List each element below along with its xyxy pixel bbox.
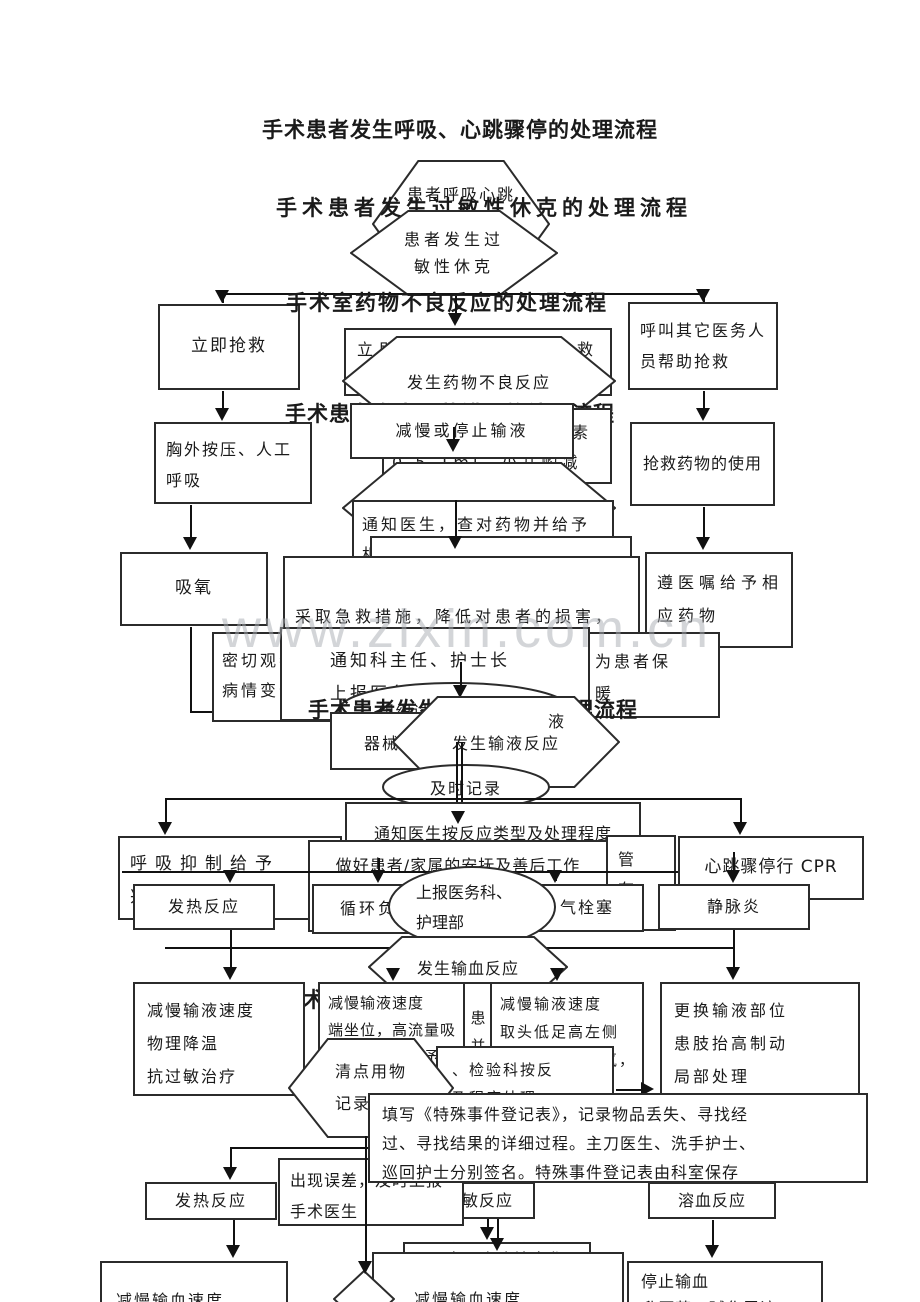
arrowhead: [226, 1245, 240, 1258]
connector: [230, 930, 232, 967]
connector: [456, 742, 458, 812]
arrowhead: [550, 968, 564, 981]
hex-infusion-reaction-label: 发生输液反应: [451, 734, 560, 753]
connector: [616, 1089, 644, 1091]
arrowhead: [215, 290, 229, 303]
connector: [460, 662, 462, 688]
box-phlebitis: 静脉炎: [658, 884, 810, 930]
arrowhead: [446, 439, 460, 452]
connector: [497, 1219, 499, 1238]
box-fever-reaction-1: 发热反应: [133, 884, 275, 930]
connector: [733, 852, 735, 870]
box-slow-or-stop-infusion: 减慢或停止输液: [350, 403, 574, 459]
arrowhead: [453, 685, 467, 698]
connector: [703, 507, 705, 539]
arrowhead: [223, 967, 237, 980]
arrowhead: [490, 1238, 504, 1251]
connector: [455, 296, 457, 314]
arrowhead: [726, 967, 740, 980]
arrowhead: [696, 408, 710, 421]
arrowhead: [358, 1261, 372, 1274]
diamond-decision: [333, 1270, 395, 1302]
connector: [455, 500, 457, 538]
arrowhead: [733, 822, 747, 835]
box-slow-transfusion-center: 减慢输血速度: [372, 1252, 624, 1302]
hex-adverse-drug-reaction-label: 发生药物不良反应: [406, 373, 551, 392]
arrowhead: [158, 822, 172, 835]
connector: [190, 505, 192, 539]
arrowhead: [448, 313, 462, 326]
box-hemolytic-reaction: 溶血反应: [648, 1182, 776, 1219]
hex-transfusion-reaction-label: 发生输血反应: [416, 959, 519, 978]
ellipse-report-medical-dept-label: 上报医务科、 护理部: [416, 883, 513, 932]
box-stop-transfusion: 停止输血 升压药，碱化尿液: [627, 1261, 823, 1302]
arrowhead: [726, 870, 740, 883]
arrowhead: [448, 536, 462, 549]
ellipse-report-medical-dept: 上报医务科、 护理部: [388, 866, 556, 948]
arrowhead: [183, 537, 197, 550]
connector: [740, 798, 742, 824]
text-fragment-ye: 液: [548, 712, 565, 731]
arrowhead: [705, 1245, 719, 1258]
diamond-decision-label: [333, 1270, 395, 1302]
arrowhead: [548, 870, 562, 883]
connector: [733, 930, 735, 967]
box-call-other-staff: 呼叫其它医务人 员帮助抢救: [628, 302, 778, 390]
arrowhead: [371, 870, 385, 883]
connector: [122, 871, 678, 873]
box-keep-patient-warm: 为患者保 暖: [585, 632, 720, 718]
watermark: www.zlxin.com.cn: [222, 599, 713, 659]
box-immediate-rescue: 立即抢救: [158, 304, 300, 390]
connector: [190, 627, 192, 711]
arrowhead-right: [641, 1082, 654, 1096]
connector: [233, 1220, 235, 1246]
box-cardiac-arrest-cpr: 心跳骤停行 CPR: [678, 836, 864, 900]
connector: [165, 798, 740, 800]
connector: [365, 1136, 367, 1262]
box-slow-transfusion-left: 减慢输血速度: [100, 1261, 288, 1302]
connector: [453, 427, 455, 441]
connector: [165, 798, 167, 824]
box-special-event-register: 填写《特殊事件登记表》，记录物品丢失、寻找经 过、寻找结果的详细过程。主刀医生、…: [368, 1093, 868, 1183]
box-chest-compression: 胸外按压、人工 呼吸: [154, 422, 312, 504]
connector: [222, 293, 703, 295]
arrowhead: [696, 537, 710, 550]
connector: [712, 1220, 714, 1246]
hex-anaphylactic-shock: 患者发生过 敏性休克: [350, 210, 558, 296]
connector: [487, 1219, 489, 1227]
box-slow-infusion-cooling: 减慢输液速度 物理降温 抗过敏治疗: [133, 982, 305, 1096]
connector: [230, 1147, 232, 1168]
title-cardiac-arrest-flow: 手术患者发生呼吸、心跳骤停的处理流程: [262, 118, 658, 142]
arrowhead: [223, 870, 237, 883]
arrowhead: [386, 968, 400, 981]
connector: [378, 858, 380, 870]
arrowhead: [696, 289, 710, 302]
arrowhead: [480, 1227, 494, 1240]
connector: [222, 391, 224, 409]
box-fever-reaction-2: 发热反应: [145, 1182, 277, 1220]
hex-anaphylactic-shock-label: 患者发生过 敏性休克: [403, 230, 504, 276]
arrowhead: [223, 1167, 237, 1180]
box-oxygen: 吸氧: [120, 552, 268, 626]
connector: [703, 391, 705, 409]
connector: [461, 742, 463, 812]
ellipse-record-in-time-label: 及时记录: [429, 779, 502, 798]
box-change-infusion-site: 更换输液部位 患肢抬高制动 局部处理: [660, 982, 860, 1097]
box-rescue-drug-use: 抢救药物的使用: [630, 422, 775, 506]
arrowhead: [215, 408, 229, 421]
arrowhead: [451, 811, 465, 824]
title-adverse-drug-reaction-flow: 手术室药物不良反应的处理流程: [286, 291, 608, 315]
